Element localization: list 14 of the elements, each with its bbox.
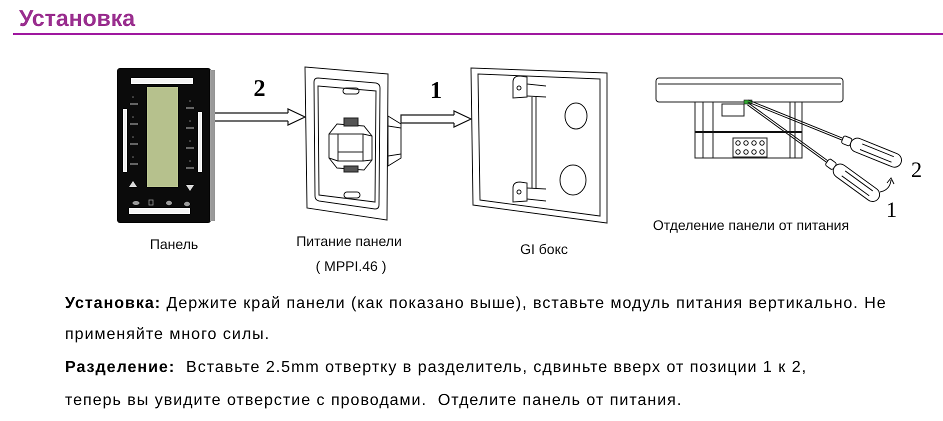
- paragraph: Разделение: Вставьте 2.5mm отвертку в разделитель, сдвиньте вверх от позиции 1 к 2, теперь вы увидите отверстие с проводами. Отделите панель от питания.: [65, 358, 808, 411]
- node-label: Отделение панели от питания: [652, 217, 850, 234]
- arrow: [400, 110, 472, 128]
- node-label: Питание панели: [296, 233, 402, 250]
- touch-panel-picture: [115, 66, 215, 226]
- mounting-box-picture: [470, 65, 610, 225]
- callout-number: 1: [886, 200, 897, 220]
- arrow: [213, 108, 306, 126]
- title: Установка: [19, 5, 136, 32]
- paragraph: Установка: Держите край панели (как показано выше), вставьте модуль питания вертикально. Не применяйте много силы.: [65, 294, 888, 345]
- callout-number: 2: [911, 160, 922, 180]
- node-label: ( MPPI.46 ): [316, 258, 386, 275]
- node-label: Панель: [150, 236, 198, 253]
- node-label: GI бокс: [520, 241, 568, 258]
